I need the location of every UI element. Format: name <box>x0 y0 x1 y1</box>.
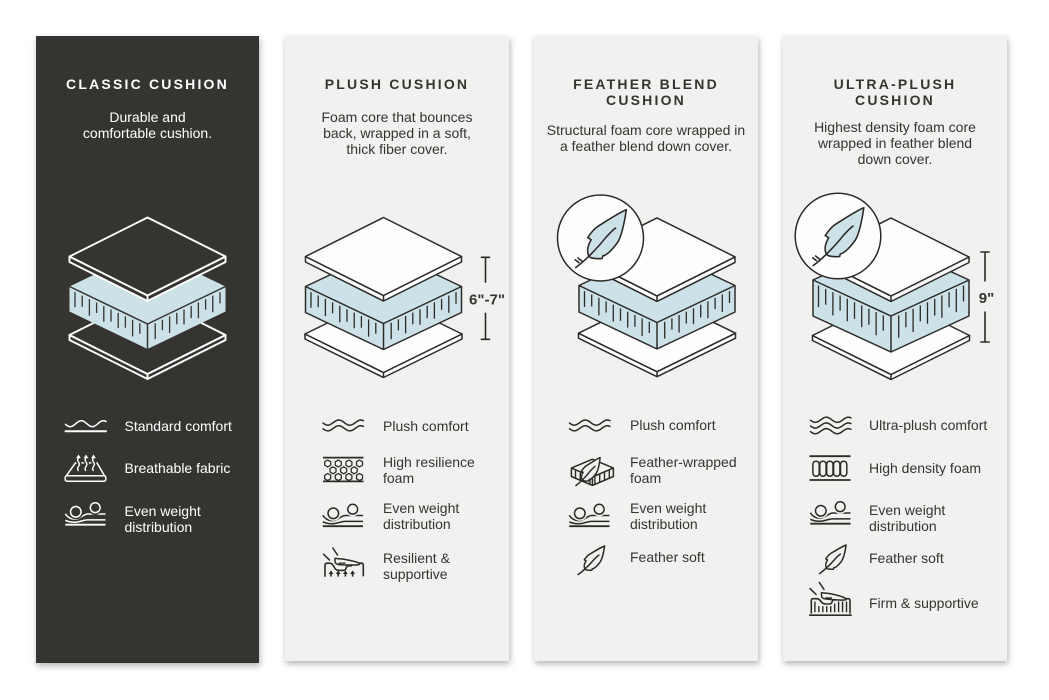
svg-text:9": 9" <box>979 290 994 307</box>
svg-text:6"-7": 6"-7" <box>469 291 505 308</box>
